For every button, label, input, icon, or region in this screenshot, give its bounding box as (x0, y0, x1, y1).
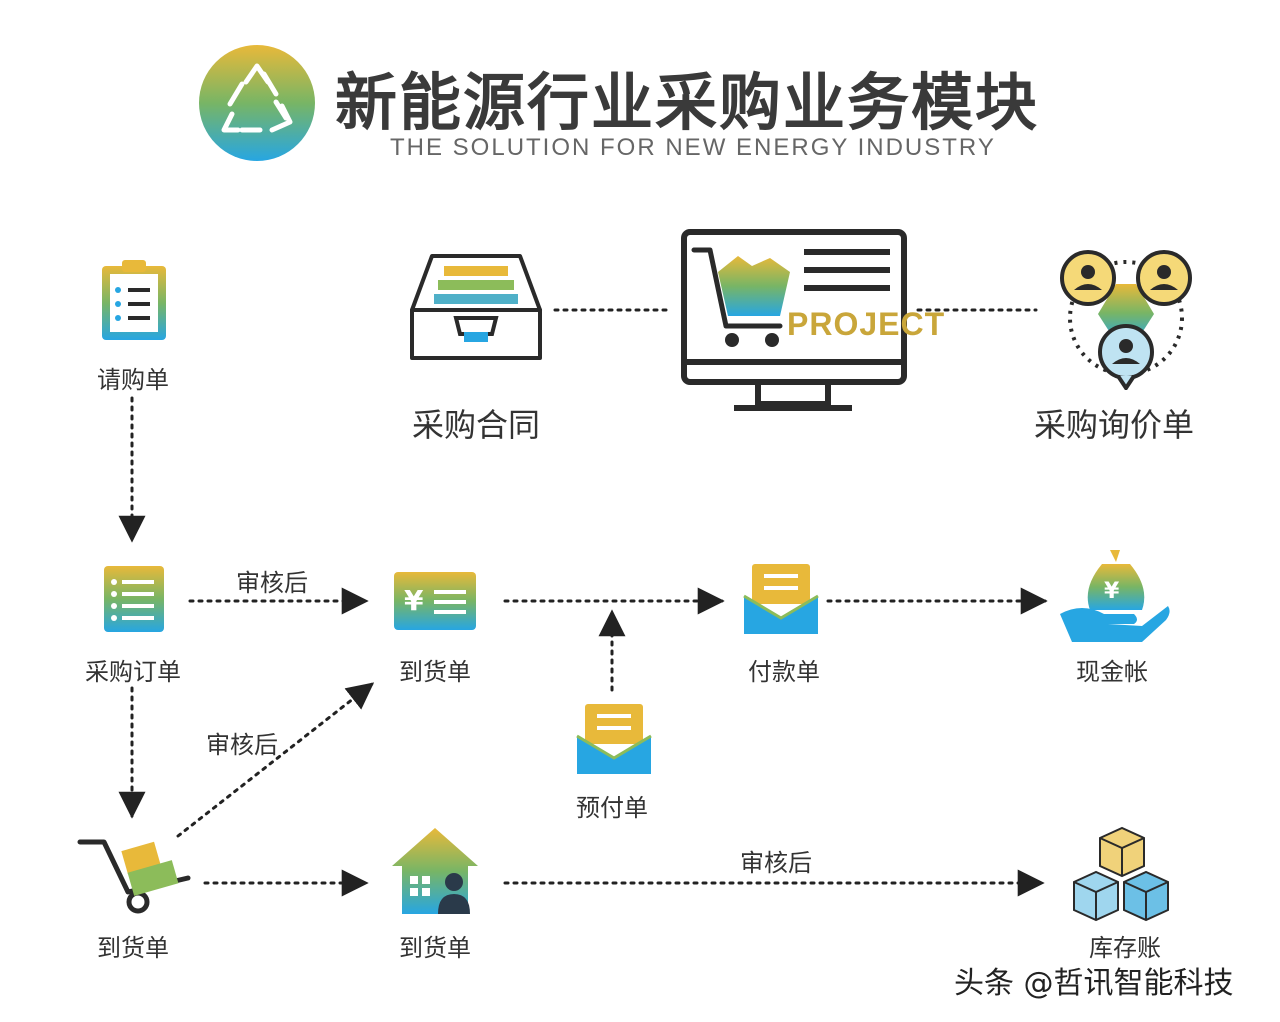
monitor-project-text: PROJECT (787, 306, 946, 342)
inquiry-label: 采购询价单 (1033, 406, 1195, 444)
watermark-text: 头条 @哲讯智能科技 (954, 966, 1234, 1001)
envelope-icon (743, 564, 819, 634)
stacked-boxes-icon (1073, 826, 1169, 922)
list-document-icon (104, 566, 164, 632)
file-tray-icon (410, 254, 542, 360)
node-arrival-3: 到货单 (399, 934, 471, 962)
node-prepayment: 预付单 (576, 794, 648, 822)
node-arrival-2: 到货单 (97, 934, 169, 962)
node-arrival-1: 到货单 (399, 658, 471, 686)
shopping-cart-monitor-icon (681, 229, 907, 411)
node-requisition: 请购单 (97, 366, 169, 394)
node-cash-account: 现金帐 (1076, 658, 1148, 686)
node-purchase-order: 采购订单 (85, 658, 181, 686)
edge-approved-order-arrival: 审核后 (236, 569, 308, 597)
yen-card-icon: ¥ (394, 572, 476, 630)
recycle-icon (199, 45, 315, 161)
money-bag-hand-icon: ¥ (1060, 550, 1170, 642)
house-person-icon (392, 828, 478, 914)
envelope-icon (576, 704, 652, 774)
svg-text:¥: ¥ (1104, 579, 1120, 604)
page-subtitle: THE SOLUTION FOR NEW ENERGY INDUSTRY (390, 134, 996, 161)
edge-approved-house-inventory: 审核后 (740, 849, 812, 877)
node-payment: 付款单 (748, 658, 820, 686)
hand-truck-icon (77, 839, 191, 914)
edge-approved-cart-arrival: 审核后 (206, 731, 278, 759)
node-inventory: 库存账 (1089, 934, 1161, 962)
contract-label: 采购合同 (411, 406, 541, 444)
page-title: 新能源行业采购业务模块 (335, 66, 1040, 139)
people-network-icon (1060, 250, 1192, 390)
clipboard-icon (102, 260, 166, 340)
svg-text:¥: ¥ (404, 584, 424, 617)
